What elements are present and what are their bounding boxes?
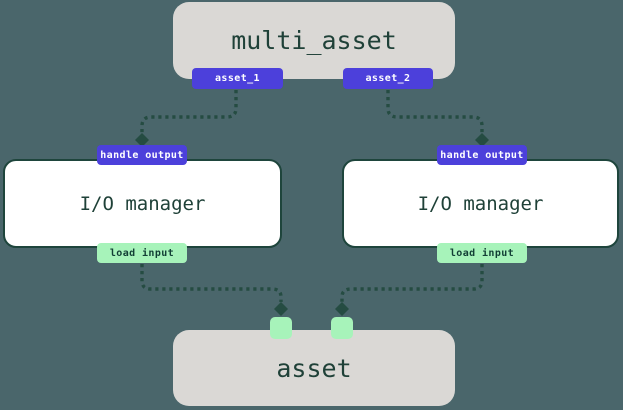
output-badge-asset-2: asset_2: [343, 68, 433, 89]
node-asset-label: asset: [276, 353, 352, 383]
input-handle-right: [331, 317, 353, 339]
connector-io-right-to-asset: [340, 264, 484, 302]
arrowhead-down-icon: [274, 302, 288, 316]
arrowhead-down-icon: [335, 302, 349, 316]
badge-load-input-left: load input: [97, 243, 187, 263]
node-multi-asset-label: multi_asset: [231, 26, 397, 55]
node-asset[interactable]: asset: [173, 330, 455, 406]
connector-io-left-to-asset: [140, 264, 283, 302]
badge-handle-output-right: handle output: [437, 145, 527, 165]
connector-asset2-to-io-right: [386, 90, 484, 134]
node-io-manager-left[interactable]: I/O manager: [3, 159, 282, 248]
input-handle-left: [270, 317, 292, 339]
node-io-manager-right[interactable]: I/O manager: [342, 159, 619, 248]
badge-handle-output-left: handle output: [97, 145, 187, 165]
badge-load-input-right: load input: [437, 243, 527, 263]
node-io-manager-left-label: I/O manager: [79, 192, 206, 215]
node-multi-asset[interactable]: multi_asset: [173, 2, 455, 79]
connector-asset1-to-io-left: [140, 90, 238, 134]
output-badge-asset-1: asset_1: [192, 68, 283, 89]
node-io-manager-right-label: I/O manager: [417, 192, 544, 215]
